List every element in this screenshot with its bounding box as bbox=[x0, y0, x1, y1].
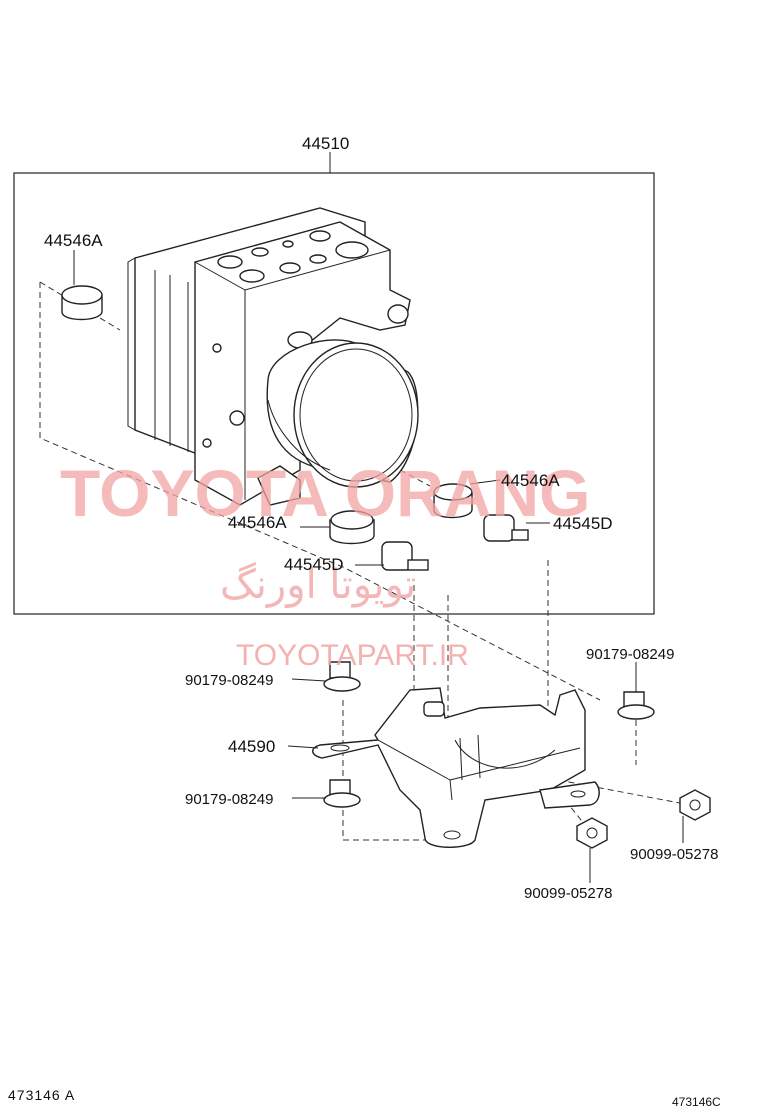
label-nut-bottom: 90099-05278 bbox=[524, 885, 612, 902]
cushion-left bbox=[329, 510, 375, 545]
label-assembly: 44510 bbox=[302, 134, 349, 153]
abs-actuator bbox=[127, 207, 419, 506]
nut-right bbox=[679, 789, 711, 821]
label-bolt-lower-left: 90179-08249 bbox=[185, 791, 273, 808]
bolt-lower-left bbox=[323, 779, 361, 808]
label-cushion-top: 44546A bbox=[44, 231, 103, 250]
label-bolt-upper-left: 90179-08249 bbox=[185, 672, 273, 689]
label-bolt-left: 44545D bbox=[284, 555, 344, 574]
nut-bottom bbox=[576, 817, 608, 849]
label-cushion-left: 44546A bbox=[228, 513, 287, 532]
watermark-url: TOYOTAPART.IR bbox=[236, 639, 469, 672]
bolt-upper-left bbox=[323, 661, 361, 692]
watermark-persian: تویوتا اورنگ bbox=[220, 562, 416, 608]
cushion-top bbox=[61, 285, 103, 321]
label-bolt-right: 44545D bbox=[553, 514, 613, 533]
label-cushion-right: 44546A bbox=[501, 471, 560, 490]
leader-lines bbox=[73, 250, 684, 883]
cushion-right bbox=[433, 483, 473, 519]
bracket bbox=[312, 687, 600, 848]
label-bracket: 44590 bbox=[228, 737, 275, 756]
bolt-44545d-left bbox=[381, 541, 429, 571]
footer-right-code: 473146C bbox=[672, 1095, 721, 1109]
watermark-brand: TOYOTA ORANG bbox=[60, 456, 590, 530]
label-nut-right: 90099-05278 bbox=[630, 846, 718, 863]
assembly-frame bbox=[13, 172, 655, 615]
label-bolt-upper-right: 90179-08249 bbox=[586, 646, 674, 663]
bolt-upper-right bbox=[617, 691, 655, 720]
footer-left-code: 473146 A bbox=[8, 1087, 75, 1103]
bolt-44545d-right bbox=[483, 514, 529, 542]
